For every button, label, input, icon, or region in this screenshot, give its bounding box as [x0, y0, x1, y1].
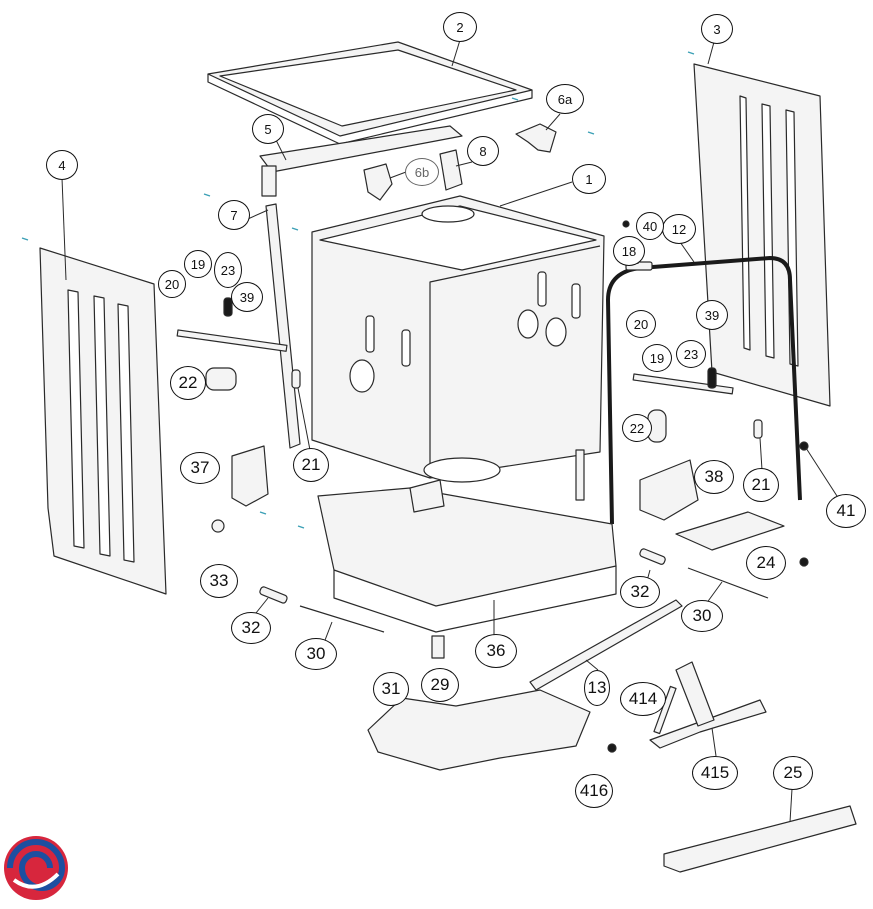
screw-416-part — [607, 743, 617, 753]
callout-4: 4 — [46, 150, 78, 180]
strip-13-part — [529, 599, 683, 691]
callout-23-right: 23 — [676, 340, 706, 368]
pad-21-right — [753, 419, 763, 439]
callout-32-left: 32 — [231, 612, 271, 644]
plate-24-part — [675, 511, 785, 551]
callout-39-left: 39 — [231, 282, 263, 312]
callout-19-left: 19 — [184, 250, 212, 278]
rod-30-right — [687, 567, 769, 599]
callout-18: 18 — [613, 236, 645, 266]
pad-23-right — [707, 367, 717, 389]
foot-29-part — [431, 635, 445, 659]
rail-19-left — [176, 329, 288, 352]
callout-20-right: 20 — [626, 310, 656, 338]
alignment-marks — [21, 51, 695, 529]
callout-22-left: 22 — [170, 366, 206, 400]
callout-22-right: 22 — [622, 414, 652, 442]
callout-21-left: 21 — [293, 448, 329, 482]
bracket-8-part — [439, 149, 463, 191]
foot-33-part — [211, 519, 225, 533]
callout-30-right: 30 — [681, 600, 723, 632]
callout-36: 36 — [475, 634, 517, 668]
screw-40-part — [622, 220, 630, 228]
callout-37: 37 — [180, 452, 220, 484]
callout-39-right: 39 — [696, 300, 728, 330]
cover-37-part — [231, 445, 269, 507]
callout-19-right: 19 — [642, 344, 672, 372]
callout-5: 5 — [252, 114, 284, 144]
rod-414-part — [653, 685, 677, 735]
callout-24: 24 — [746, 546, 786, 580]
callout-12: 12 — [662, 214, 696, 244]
callout-1: 1 — [572, 164, 606, 194]
callout-32-right: 32 — [620, 576, 660, 608]
callout-6a: 6a — [546, 84, 584, 114]
callout-3: 3 — [701, 14, 733, 44]
callout-2: 2 — [443, 12, 477, 42]
top-rail-part — [259, 125, 463, 197]
left-side-panel-part — [39, 247, 167, 595]
brand-swirl-logo — [4, 836, 68, 900]
callout-414: 414 — [620, 682, 666, 716]
callout-13: 13 — [584, 670, 610, 706]
clip-6a-part — [515, 123, 557, 153]
rail-19-right — [632, 373, 734, 395]
tub-part — [311, 195, 605, 483]
clip-6b-part — [363, 163, 393, 201]
callout-33: 33 — [200, 564, 238, 598]
spring-32-right — [639, 548, 666, 565]
rod-30-left — [299, 605, 385, 633]
callout-416: 416 — [575, 774, 613, 808]
callout-40: 40 — [636, 212, 664, 240]
spring-32-left — [259, 586, 288, 604]
right-side-panel-part — [693, 63, 831, 407]
rail-25-part — [663, 805, 857, 873]
bottom-tray-part — [367, 689, 591, 771]
callout-20-left: 20 — [158, 270, 186, 298]
callout-23-left: 23 — [214, 252, 242, 288]
hinge-22-left — [205, 367, 237, 391]
pad-21-left — [291, 369, 301, 389]
base-frame-part — [317, 449, 617, 633]
callout-8: 8 — [467, 136, 499, 166]
callout-29: 29 — [421, 668, 459, 702]
callout-38: 38 — [694, 460, 734, 494]
door-seal-part — [606, 256, 802, 525]
callout-25: 25 — [773, 756, 813, 790]
screw-41b-part — [799, 557, 809, 567]
bracket-415-arm — [675, 661, 715, 727]
pad-23-left — [223, 297, 233, 317]
callout-6b: 6b — [405, 158, 439, 186]
front-post-part — [265, 203, 301, 449]
cover-38-part — [639, 459, 699, 521]
callout-31: 31 — [373, 672, 409, 706]
callout-41: 41 — [826, 494, 866, 528]
callout-21-right: 21 — [743, 468, 779, 502]
callout-415: 415 — [692, 756, 738, 790]
bracket-415-part — [649, 699, 767, 749]
callout-30-left: 30 — [295, 638, 337, 670]
callout-7: 7 — [218, 200, 250, 230]
